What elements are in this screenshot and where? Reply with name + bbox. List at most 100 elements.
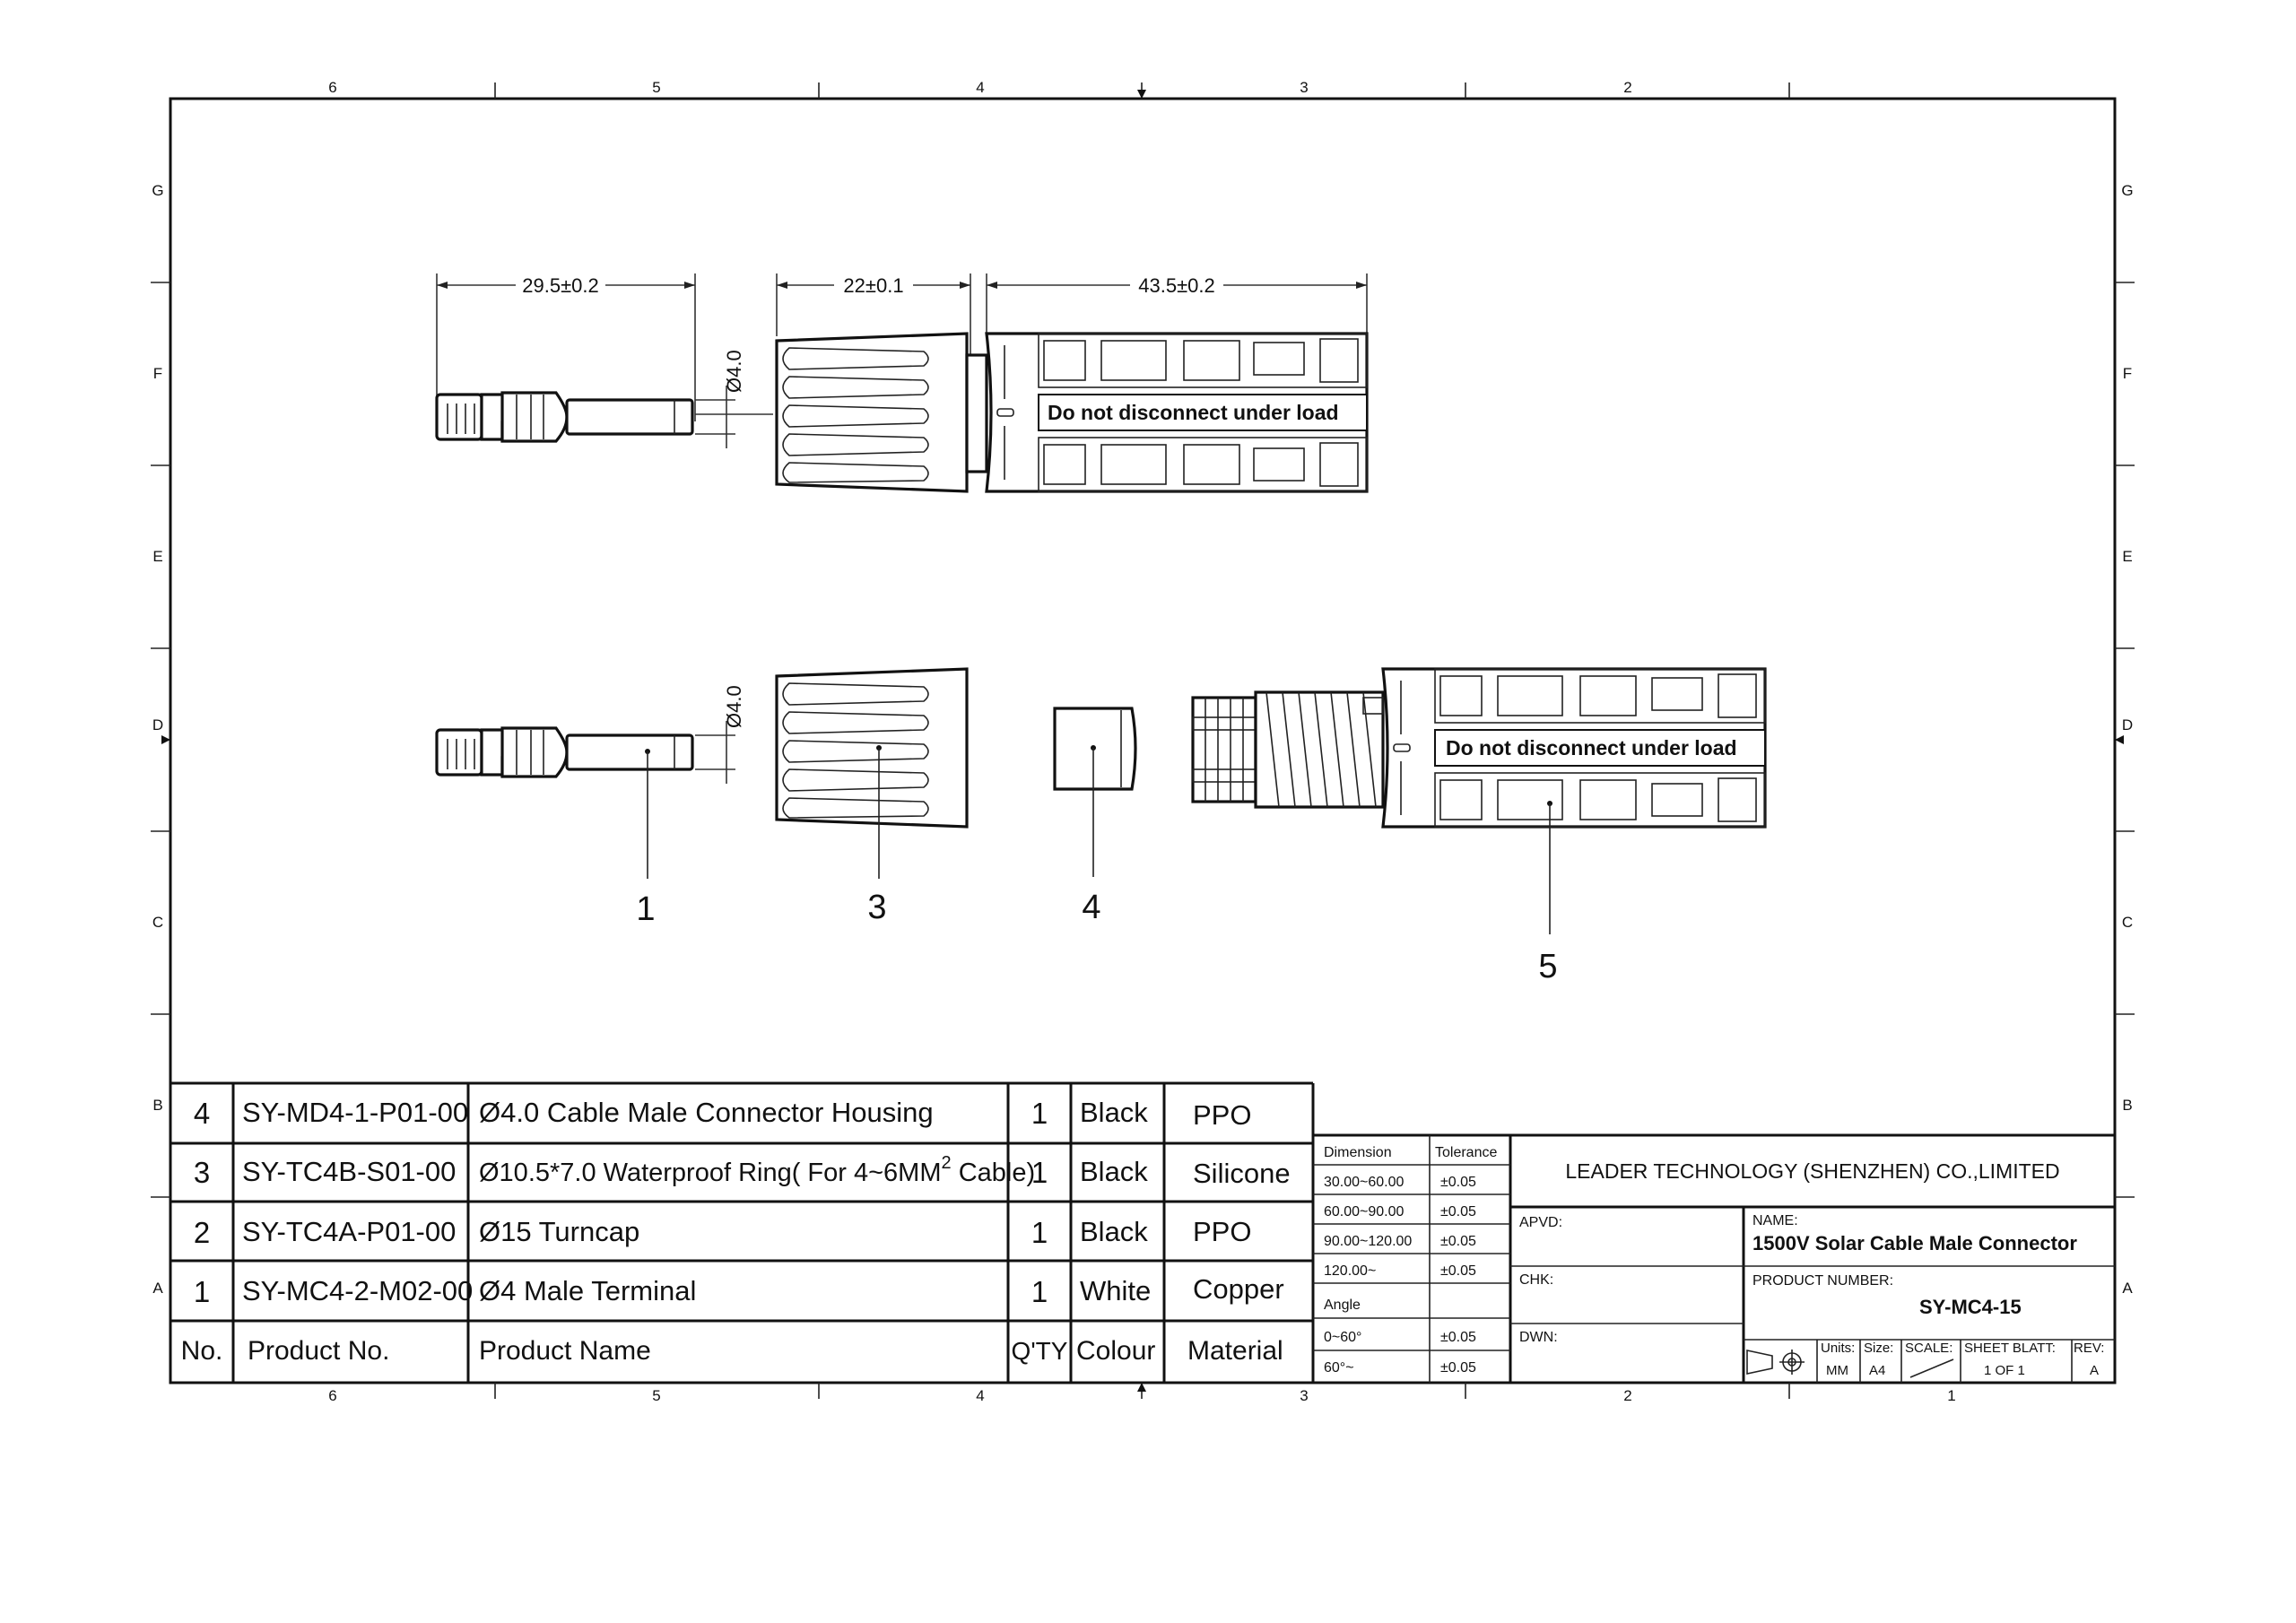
bom-colour: Black <box>1080 1097 1148 1128</box>
col-label: 6 <box>328 79 336 96</box>
rev-label: REV: <box>2074 1341 2104 1356</box>
dim-turncap-label: 22±0.1 <box>843 274 903 297</box>
bom-name-tail: Cable) <box>952 1159 1036 1187</box>
bom-name: Ø10.5*7.0 Waterproof Ring( For 4~6MM2 Ca… <box>479 1153 1035 1187</box>
tol-value: ±0.05 <box>1440 1360 1476 1376</box>
tolerance-table: Dimension Tolerance 30.00~60.00 ±0.05 60… <box>1313 1133 2115 1383</box>
bom-product-no: SY-TC4A-P01-00 <box>242 1216 456 1247</box>
exploded-housing-warning: Do not disconnect under load <box>1446 736 1737 759</box>
tol-dimension: Angle <box>1324 1298 1361 1313</box>
bom-row: 3 SY-TC4B-S01-00 Ø10.5*7.0 Waterproof Ri… <box>194 1153 1291 1189</box>
bom-qty: 1 <box>1031 1216 1048 1249</box>
assembled-turncap <box>775 332 969 493</box>
bom-qty: 1 <box>1031 1156 1048 1189</box>
tol-value: ±0.05 <box>1440 1330 1476 1345</box>
balloon-3: 3 <box>867 889 886 926</box>
balloon-5: 5 <box>1538 948 1557 985</box>
balloon-1: 1 <box>636 890 655 928</box>
zone-labels: 6 5 4 3 2 6 5 4 3 2 1 G F E D C B A G F … <box>152 79 2133 1404</box>
tol-dimension: 30.00~60.00 <box>1324 1175 1405 1190</box>
tol-header-dimension: Dimension <box>1324 1145 1392 1160</box>
bom-header-product-no: Product No. <box>248 1336 389 1366</box>
title-block: LEADER TECHNOLOGY (SHENZHEN) CO.,LIMITED… <box>1510 1159 2115 1383</box>
bom-colour: White <box>1080 1275 1151 1306</box>
bom-row: 1 SY-MC4-2-M02-00 Ø4 Male Terminal 1 Whi… <box>194 1273 1284 1308</box>
dimension-terminal-length: 29.5±0.2 <box>436 271 696 421</box>
units-label: Units: <box>1821 1341 1855 1356</box>
dimension-turncap-length: 22±0.1 <box>776 271 971 354</box>
bom-header-qty: Q'TY <box>1012 1337 1068 1365</box>
assembled-seal-gap <box>965 353 988 473</box>
exploded-diameter: Ø4.0 <box>695 685 745 784</box>
tol-dimension: 60.00~90.00 <box>1324 1204 1405 1219</box>
bom-name: Ø4.0 Cable Male Connector Housing <box>479 1097 934 1128</box>
bom-product-no: SY-MD4-1-P01-00 <box>242 1097 468 1128</box>
scale-slash <box>1909 1358 1954 1378</box>
company-name: LEADER TECHNOLOGY (SHENZHEN) CO.,LIMITED <box>1565 1159 2059 1183</box>
col-label: 5 <box>652 79 660 96</box>
dimension-housing-length: 43.5±0.2 <box>986 271 1368 336</box>
bom-header-no: No. <box>181 1336 223 1366</box>
col-label: 6 <box>328 1387 336 1404</box>
assembled-housing-warning: Do not disconnect under load <box>1048 401 1339 424</box>
center-mark-left-icon <box>161 735 170 744</box>
row-label: B <box>2122 1097 2132 1114</box>
bom-material: Copper <box>1193 1273 1284 1305</box>
row-label: E <box>2122 548 2132 565</box>
size-label: Size: <box>1864 1341 1893 1356</box>
exploded-turncap <box>775 667 969 829</box>
row-label: C <box>152 914 163 931</box>
col-label: 1 <box>1947 1387 1955 1404</box>
tol-header-tolerance: Tolerance <box>1435 1145 1497 1160</box>
row-label: F <box>2123 365 2132 382</box>
row-label: F <box>153 365 162 382</box>
balloon-leaders <box>645 745 1552 934</box>
bom-row: 2 SY-TC4A-P01-00 Ø15 Turncap 1 Black PPO <box>194 1216 1252 1249</box>
product-number: SY-MC4-15 <box>1919 1296 2022 1318</box>
dim-terminal-label: 29.5±0.2 <box>522 274 598 297</box>
exploded-dia-label: Ø4.0 <box>723 685 745 728</box>
center-mark-bottom-icon <box>1137 1383 1146 1392</box>
sheet-value: 1 OF 1 <box>1984 1363 2025 1378</box>
scale-label: SCALE: <box>1905 1341 1952 1356</box>
row-label: A <box>2122 1280 2133 1297</box>
tol-dimension: 120.00~ <box>1324 1263 1376 1279</box>
row-label: B <box>152 1097 162 1114</box>
bom-colour: Black <box>1080 1156 1148 1187</box>
col-label: 4 <box>976 79 984 96</box>
tol-dimension: 0~60° <box>1324 1330 1361 1345</box>
center-mark-right-icon <box>2115 735 2124 744</box>
bom-product-no: SY-MC4-2-M02-00 <box>242 1275 473 1306</box>
rev-value: A <box>2090 1363 2099 1378</box>
balloon-4: 4 <box>1082 889 1100 926</box>
row-label: C <box>2122 914 2133 931</box>
bom-qty: 1 <box>1031 1275 1048 1308</box>
row-label: G <box>2121 182 2133 199</box>
bom-header-material: Material <box>1187 1336 1283 1366</box>
exploded-housing: Do not disconnect under load <box>1191 667 1767 829</box>
assembled-view: 29.5±0.2 22±0.1 43.5±0.2 <box>435 271 1369 493</box>
bom-material: PPO <box>1193 1099 1251 1131</box>
third-angle-projection-icon <box>1746 1350 1805 1375</box>
bom-no: 4 <box>194 1097 210 1130</box>
assembled-housing: Do not disconnect under load <box>985 332 1369 493</box>
col-label: 5 <box>652 1387 660 1404</box>
assembled-dia-label: Ø4.0 <box>723 350 745 393</box>
bom-header-colour: Colour <box>1076 1336 1155 1366</box>
bom-product-no: SY-TC4B-S01-00 <box>242 1156 456 1187</box>
col-label: 3 <box>1300 1387 1308 1404</box>
bom-table: 4 SY-MD4-1-P01-00 Ø4.0 Cable Male Connec… <box>170 1081 1315 1383</box>
bom-name-text: Ø10.5*7.0 Waterproof Ring( For 4~6MM <box>479 1159 942 1187</box>
bom-name: Ø15 Turncap <box>479 1216 639 1247</box>
row-label: D <box>2122 716 2133 733</box>
bom-material: Silicone <box>1193 1158 1291 1189</box>
bom-header: No. Product No. Product Name Q'TY Colour… <box>181 1336 1283 1366</box>
product-number-label: PRODUCT NUMBER: <box>1752 1273 1893 1289</box>
bom-no: 2 <box>194 1216 210 1249</box>
bom-no: 3 <box>194 1156 210 1189</box>
bom-material: PPO <box>1193 1216 1251 1247</box>
assembled-terminal <box>435 391 694 443</box>
col-label: 3 <box>1300 79 1308 96</box>
tol-value: ±0.05 <box>1440 1175 1476 1190</box>
